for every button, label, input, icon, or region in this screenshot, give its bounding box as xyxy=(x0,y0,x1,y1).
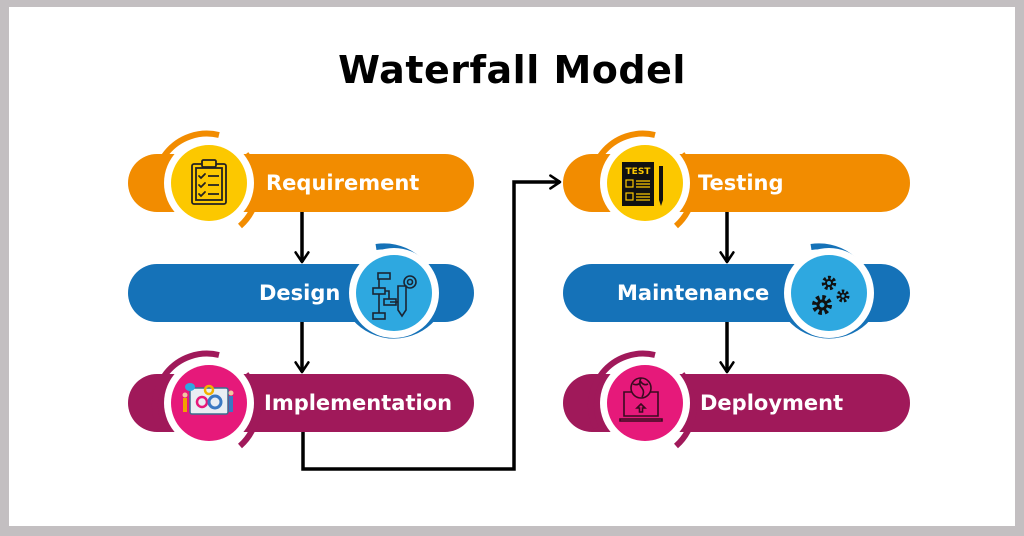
badge-design xyxy=(356,255,432,331)
badge-requirement xyxy=(171,145,247,221)
label-deployment: Deployment xyxy=(700,391,844,415)
badge-arc2-requirement xyxy=(237,152,261,229)
phase-testing: TEST xyxy=(563,130,910,229)
phase-requirement xyxy=(128,130,474,229)
label-maintenance: Maintenance xyxy=(617,281,770,305)
label-design: Design xyxy=(259,281,341,305)
phase-deployment xyxy=(563,350,910,449)
connectors xyxy=(294,174,735,471)
clipboard-checklist-icon xyxy=(191,159,227,205)
diagram-title: Waterfall Model xyxy=(338,48,686,92)
phase-implementation xyxy=(128,350,474,449)
gears-icon xyxy=(812,275,850,315)
badge-arc-requirement xyxy=(151,130,220,210)
label-implementation: Implementation xyxy=(264,391,453,415)
label-requirement: Requirement xyxy=(266,171,420,195)
laptop-globe-upload-icon xyxy=(619,377,663,422)
phase-maintenance xyxy=(563,243,910,339)
arrow-implementation-to-testing xyxy=(301,174,562,471)
test-checklist-pencil-icon: TEST xyxy=(622,162,663,206)
developers-gears-monitor-icon xyxy=(182,383,234,415)
badge-maintenance xyxy=(791,255,867,331)
label-testing: Testing xyxy=(698,171,784,195)
svg-text:TEST: TEST xyxy=(626,167,652,177)
flowchart-pencil-gear-icon xyxy=(372,272,417,320)
phase-design xyxy=(128,243,474,339)
badge-deployment xyxy=(607,365,683,441)
